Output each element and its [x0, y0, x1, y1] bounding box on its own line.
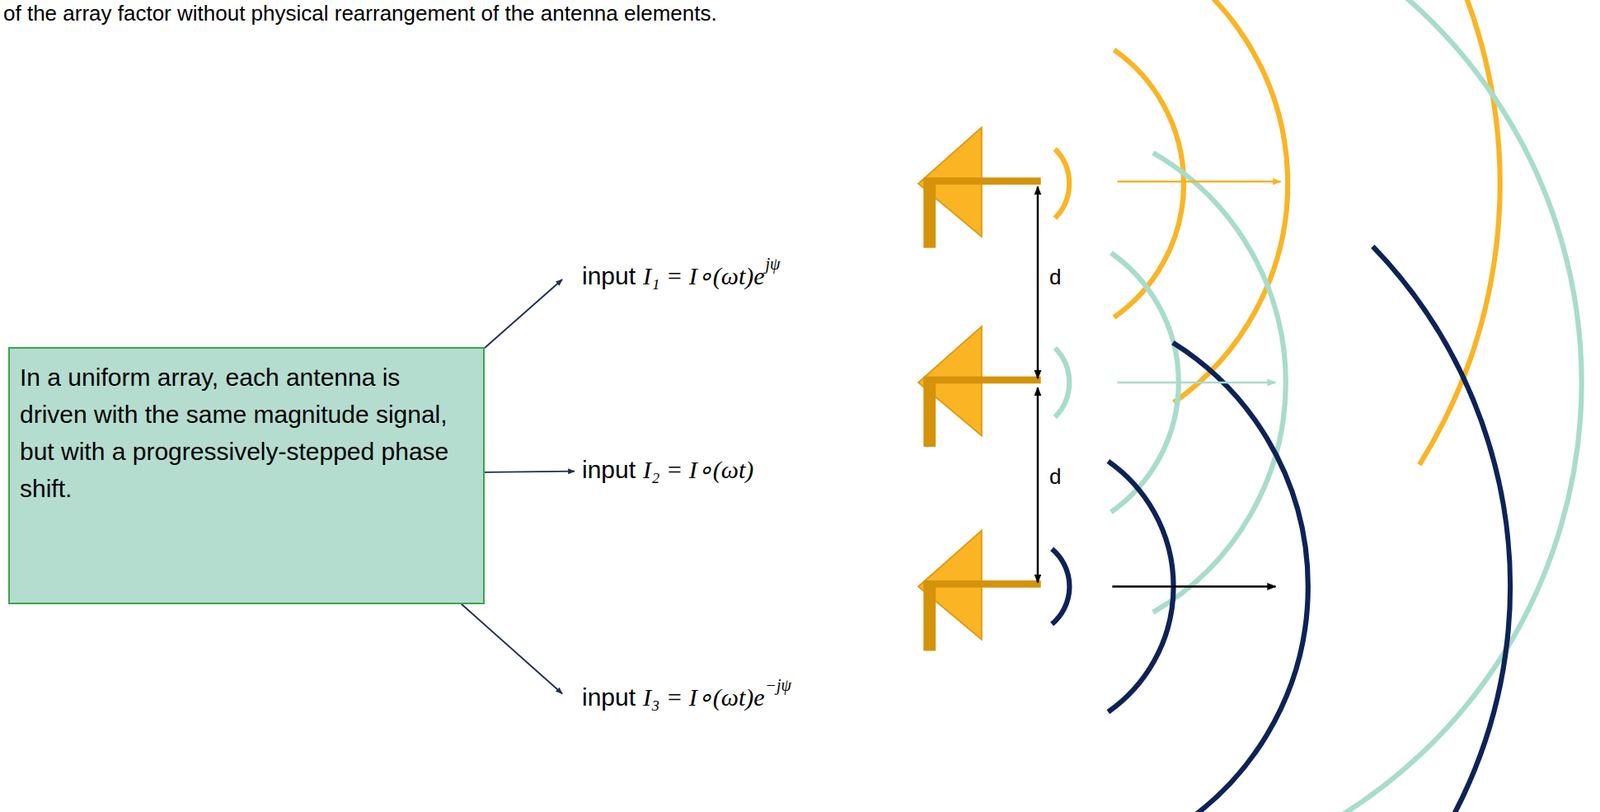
phase-exponent: jψ	[765, 254, 781, 274]
propagation-arrow	[1112, 585, 1276, 587]
input-label: input	[581, 262, 636, 291]
callout-text: In a uniform array, each antenna is driv…	[19, 358, 474, 507]
spacing-label: d	[1049, 265, 1061, 291]
horn-antenna	[918, 530, 1042, 651]
wavefront-arc	[1107, 0, 1501, 465]
input-label: input	[581, 455, 636, 485]
wavefront-arc	[1055, 347, 1070, 418]
wavefront-arc	[1055, 149, 1070, 219]
callout-box: In a uniform array, each antenna is driv…	[8, 347, 485, 605]
wavefront-group	[1051, 0, 1582, 812]
wavefront-arc	[1051, 548, 1070, 625]
phase-exponent: −jψ	[765, 675, 792, 695]
horn-antenna	[918, 326, 1042, 447]
body-text: of the array factor without physical rea…	[3, 1, 718, 27]
leader-arrow	[461, 604, 564, 695]
input-label: input	[581, 683, 636, 713]
current-formula: I₃ = I∘(ωt)e	[642, 683, 765, 713]
leader-arrow	[484, 471, 575, 473]
current-formula: I₁ = I∘(ωt)e	[642, 262, 765, 291]
wavefront-arc	[1265, 246, 1511, 812]
current-formula: I₂ = I∘(ωt)	[642, 455, 754, 485]
spacing-label: d	[1049, 464, 1061, 490]
wavefront-arc	[1114, 50, 1185, 318]
wavefront-arc	[1326, 0, 1582, 812]
horn-antenna	[918, 127, 1042, 249]
propagation-arrow	[1116, 381, 1276, 384]
wavefront-arc	[1173, 342, 1309, 812]
leader-arrow	[484, 279, 563, 348]
spacing-arrow	[1036, 186, 1039, 379]
spacing-arrow	[1036, 387, 1039, 582]
propagation-arrow	[1116, 180, 1281, 183]
